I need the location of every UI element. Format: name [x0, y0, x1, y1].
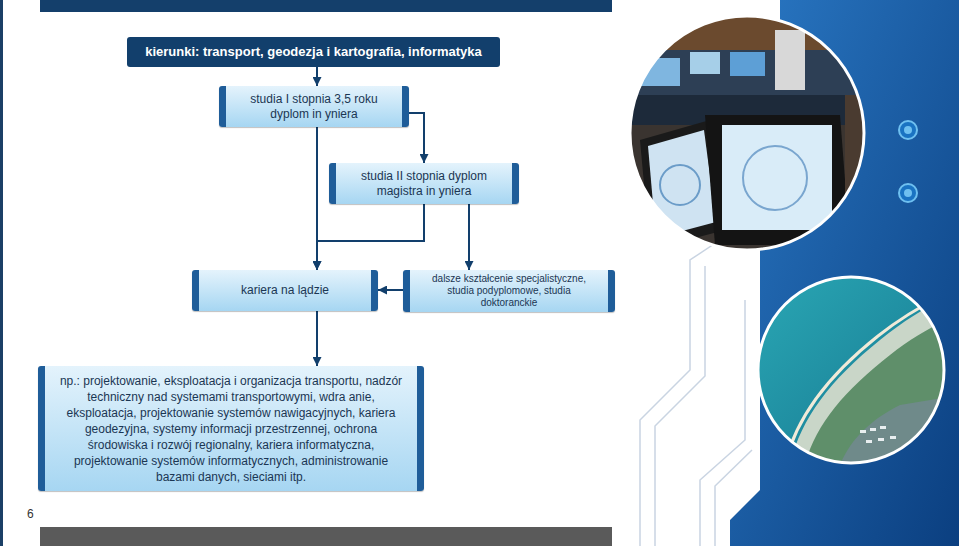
- coast-photo: [755, 275, 959, 465]
- process-box: studia I stopnia 3,5 roku dyplom in ynie…: [219, 86, 409, 127]
- edge-line: [0, 0, 3, 546]
- node-text: dalsze kształcenie specjalistyczne, stud…: [420, 273, 598, 309]
- flow-arrow: [317, 204, 424, 270]
- bridge-photo: [620, 10, 885, 260]
- photo-frame: [758, 277, 944, 463]
- flow-arrow: [316, 311, 318, 366]
- process-box: studia II stopnia dyplom magistra in yni…: [329, 163, 519, 204]
- node-text: kariera na lądzie: [241, 283, 329, 298]
- decor-lines: [640, 240, 752, 546]
- description-box: np.: projektowanie, eksploatacja i organ…: [38, 366, 424, 491]
- node-text: studia I stopnia 3,5 roku dyplom in ynie…: [236, 92, 392, 122]
- flow-arrow: [468, 204, 470, 270]
- flow-arrow: [316, 67, 318, 86]
- heading-box: kierunki: transport, geodezja i kartogra…: [127, 37, 500, 67]
- top-bar: [40, 0, 612, 12]
- flow-arrow: [409, 113, 424, 163]
- node-text: studia II stopnia dyplom magistra in yni…: [346, 169, 502, 199]
- process-box: kariera na lądzie: [192, 270, 378, 311]
- bullet-icon: [899, 121, 917, 202]
- photo-frame: [630, 16, 864, 250]
- process-box: dalsze kształcenie specjalistyczne, stud…: [403, 270, 615, 312]
- bottom-bar: [40, 527, 612, 546]
- flow-arrow: [378, 289, 403, 291]
- node-text: kierunki: transport, geodezja i kartogra…: [145, 44, 482, 60]
- page-number: 6: [27, 507, 34, 521]
- node-text: np.: projektowanie, eksploatacja i organ…: [55, 373, 407, 485]
